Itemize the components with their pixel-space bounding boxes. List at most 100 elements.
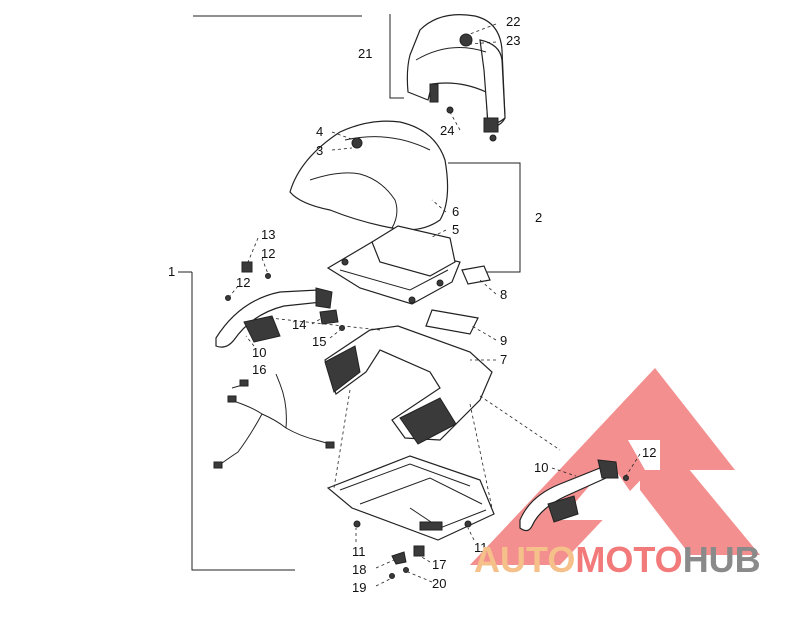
leader-lines <box>229 23 641 587</box>
part-19 <box>389 573 395 579</box>
callout-18: 18 <box>352 562 366 577</box>
part-18 <box>391 551 407 565</box>
watermark-triangle-right <box>640 410 760 555</box>
frame-left-block <box>324 345 361 393</box>
leader-4 <box>331 131 355 141</box>
rail-latch <box>419 521 443 531</box>
callout-19: 19 <box>352 580 366 595</box>
harness-connector <box>239 379 249 387</box>
handle-clamp-right <box>597 459 619 479</box>
callout-6: 6 <box>452 204 459 219</box>
handle-assembly-left <box>215 261 345 348</box>
callout-10-left: 10 <box>252 345 266 360</box>
callout-2: 2 <box>535 210 542 225</box>
leader-frame <box>333 389 351 489</box>
rail-bolt <box>353 520 361 528</box>
leader-22 <box>469 23 497 35</box>
screw-12-upper <box>265 273 271 279</box>
rail-plate <box>326 455 495 541</box>
leader-19 <box>375 577 393 587</box>
frame-right-block <box>399 397 457 445</box>
backrest-bolt <box>446 106 454 114</box>
watermark-triangle-inner <box>560 462 650 520</box>
leader-5 <box>429 229 447 239</box>
seat-base-rib <box>339 269 449 291</box>
screw-12-right <box>623 475 629 481</box>
seat-cushion <box>289 120 449 231</box>
wiring-harness <box>213 373 335 469</box>
seat-base-hole <box>341 258 349 266</box>
rail-bolt <box>464 520 472 528</box>
seat-contour <box>344 136 431 151</box>
seat-base <box>326 225 461 305</box>
leader-12-upper <box>261 257 269 275</box>
bracket-1 <box>191 272 295 571</box>
rail-track <box>339 463 471 491</box>
seat-contour <box>309 172 398 229</box>
backrest-assembly <box>406 14 506 142</box>
frame-main <box>324 325 493 441</box>
part-20 <box>403 567 409 573</box>
watermark-wordmark: AUTOMOTOHUB <box>474 539 761 580</box>
clip-13 <box>241 261 253 273</box>
harness-connector <box>213 461 223 469</box>
handle-clamp-left <box>315 287 333 309</box>
rail-track <box>359 477 483 505</box>
callout-1: 1 <box>168 264 175 279</box>
handle-grip-left <box>215 289 323 348</box>
callout-17: 17 <box>432 557 446 572</box>
watermark-triangle-notch <box>628 440 660 470</box>
seat-base-hole <box>436 279 444 287</box>
leader-10-left <box>245 335 255 347</box>
handle-assembly-right <box>519 459 629 532</box>
seat-frame <box>324 325 493 445</box>
screw-12-left <box>225 295 231 301</box>
harness-wire <box>275 373 287 429</box>
leader-17 <box>419 555 431 563</box>
leader-10-right <box>551 467 577 477</box>
callout-12-left: 12 <box>236 275 250 290</box>
leader-20 <box>407 571 433 583</box>
backrest-bracket-left <box>429 83 439 103</box>
callout-13: 13 <box>261 227 275 242</box>
handle-end-right <box>547 495 579 523</box>
backrest-bolt <box>489 134 497 142</box>
callout-11-left: 11 <box>352 544 366 559</box>
backrest-bracket-right <box>483 117 499 133</box>
leader-12-right <box>625 453 641 477</box>
seat-emblem <box>351 137 363 149</box>
leader-18 <box>375 559 395 569</box>
callout-16: 16 <box>252 362 266 377</box>
bracket-21 <box>389 14 404 99</box>
callout-3: 3 <box>316 143 323 158</box>
leader-13 <box>247 237 259 263</box>
seat-cover <box>289 120 449 231</box>
callout-23: 23 <box>506 33 520 48</box>
watermark-auto: AUTOMOTOHUB <box>474 539 761 580</box>
backrest-emblem <box>459 33 473 47</box>
leader-frame <box>479 395 561 451</box>
watermark-auto-text: AUTO <box>474 539 575 580</box>
leader-frame <box>269 317 381 331</box>
callouts: 1 2 3 4 5 6 7 8 9 10 10 11 11 12 12 12 1… <box>168 14 656 595</box>
callout-22: 22 <box>506 14 520 29</box>
callout-7: 7 <box>500 352 507 367</box>
harness-connector <box>227 395 237 403</box>
callout-4: 4 <box>316 124 323 139</box>
callout-9: 9 <box>500 333 507 348</box>
watermark-moto-text: MOTO <box>575 539 682 580</box>
callout-11-right: 11 <box>474 540 488 555</box>
leader-8 <box>479 279 497 295</box>
leader-9 <box>471 325 497 341</box>
leader-15 <box>329 329 341 339</box>
slide-rail <box>326 455 495 541</box>
seat-base-hole <box>408 296 416 304</box>
callout-12-right: 12 <box>642 445 656 460</box>
handle-end-left <box>243 315 281 343</box>
callout-12-upper: 12 <box>261 246 275 261</box>
bracket-2 <box>448 162 521 273</box>
harness-wire <box>229 399 331 445</box>
callout-20: 20 <box>432 576 446 591</box>
